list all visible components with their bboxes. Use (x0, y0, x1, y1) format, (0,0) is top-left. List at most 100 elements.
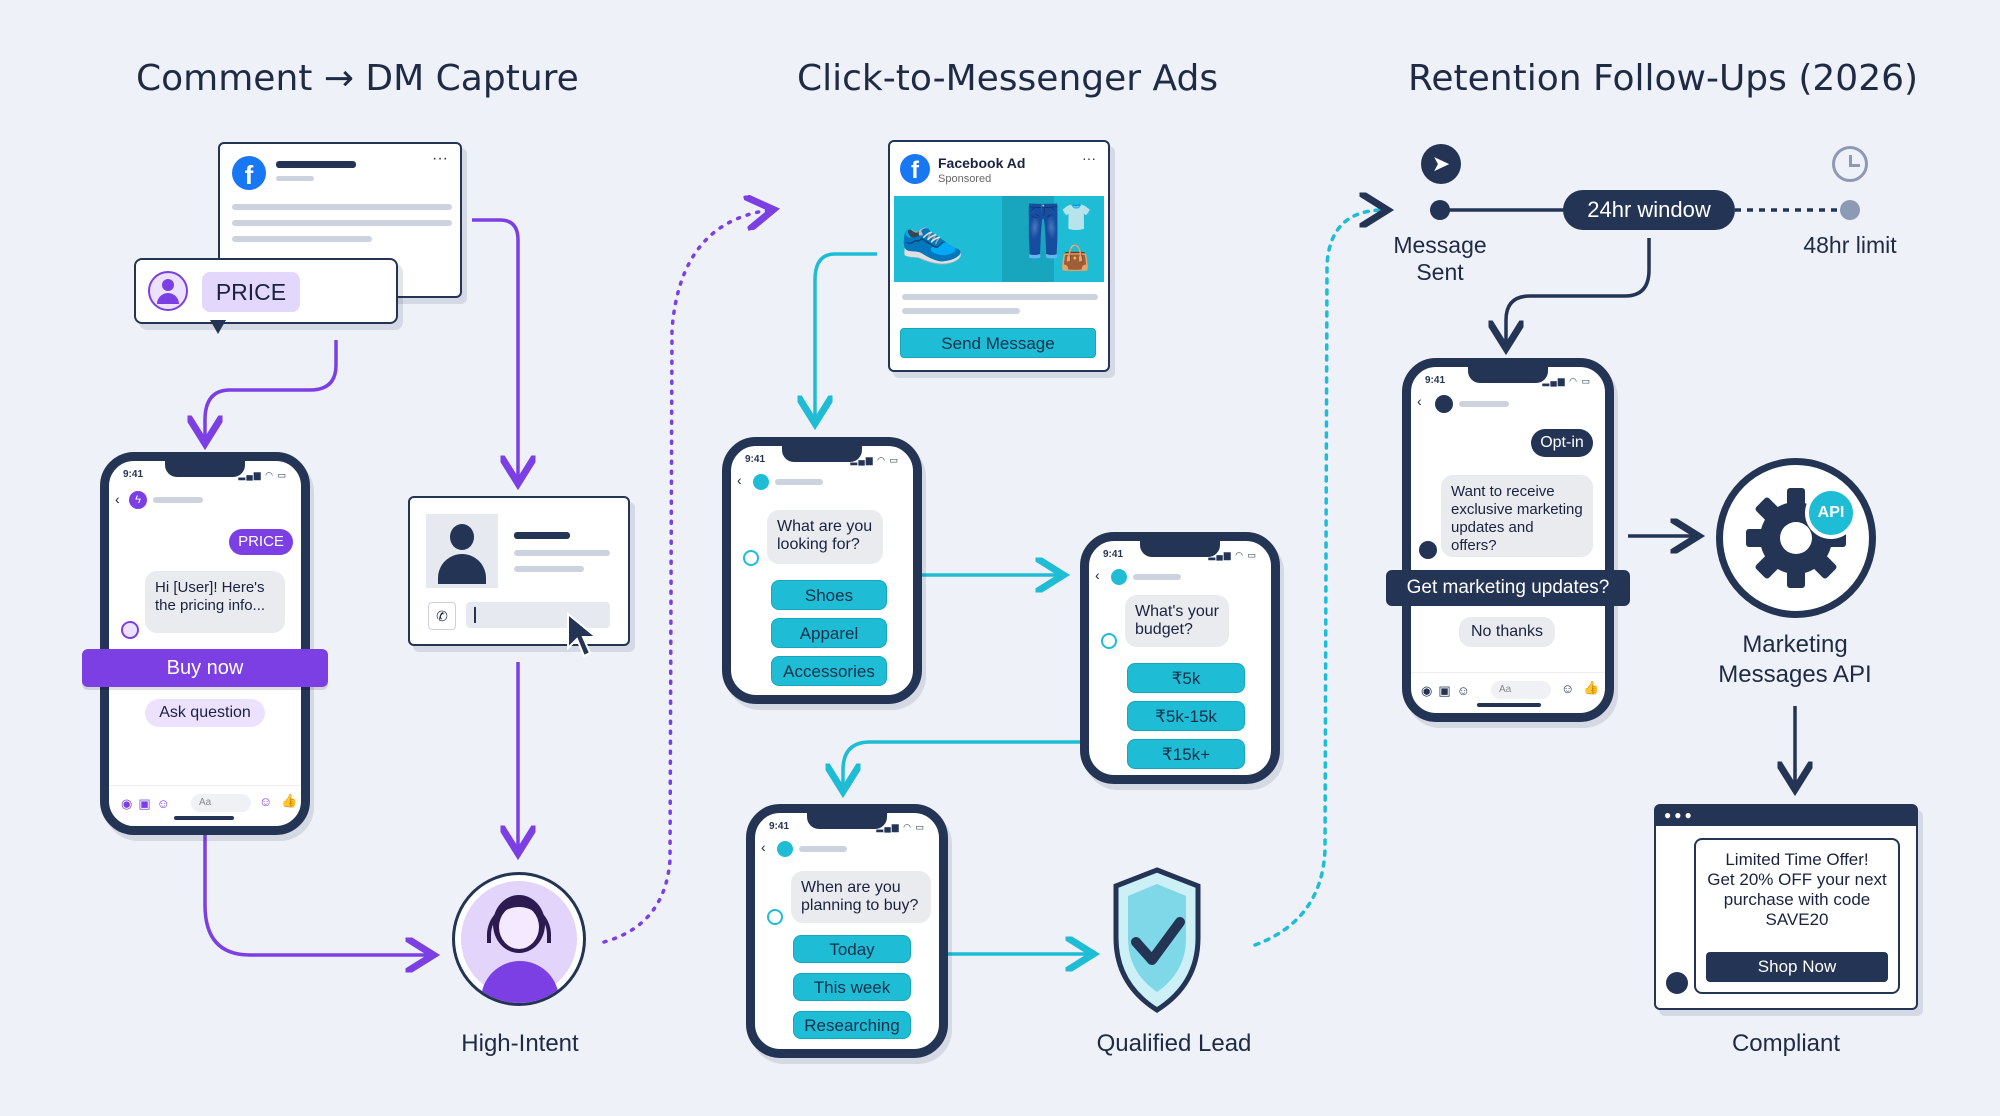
heading-retention: Retention Follow-Ups (2026) (1408, 58, 1919, 99)
back-chevron-icon[interactable]: ‹ (737, 472, 742, 488)
bot-avatar-icon-small (1419, 541, 1437, 559)
question-bubble: When are you planning to buy? (791, 871, 931, 923)
cursor-icon (567, 612, 599, 658)
facebook-icon: f (232, 156, 266, 190)
heading-ctm-ads: Click-to-Messenger Ads (797, 58, 1219, 99)
more-options-icon[interactable]: ··· (1082, 150, 1096, 166)
back-chevron-icon[interactable]: ‹ (1095, 567, 1100, 583)
comment-keyword: PRICE (202, 272, 300, 312)
phone-icon: ✆ (428, 602, 456, 630)
question-bubble: What's your budget? (1125, 595, 1229, 647)
back-chevron-icon[interactable]: ‹ (115, 491, 120, 507)
option-researching[interactable]: Researching (793, 1011, 911, 1039)
option-accessories[interactable]: Accessories (771, 656, 887, 686)
bot-face-icon (767, 909, 783, 925)
window-dots-icon: ●●● (1664, 808, 1695, 822)
window-badge: 24hr window (1563, 190, 1735, 230)
offer-body: Get 20% OFF your next purchase with code… (1707, 870, 1887, 929)
composer-icons[interactable]: ◉▣☺ (121, 796, 176, 811)
marketing-prompt: Get marketing updates? (1386, 570, 1630, 606)
profile-photo-icon (426, 514, 498, 588)
composer-icons[interactable]: ◉▣☺ (1421, 683, 1476, 698)
option-budget-low[interactable]: ₹5k (1127, 663, 1245, 693)
flow-phone2-to-phone3 (843, 740, 1080, 788)
option-apparel[interactable]: Apparel (771, 618, 887, 648)
like-icon[interactable]: 👍 (1583, 680, 1600, 695)
messenger-icon: ϟ (129, 491, 147, 509)
flow-window-to-phone (1506, 238, 1651, 345)
flow-agent-to-ad (602, 210, 770, 944)
flow-phone-to-agent (203, 835, 430, 955)
back-chevron-icon[interactable]: ‹ (761, 839, 766, 855)
option-today[interactable]: Today (793, 935, 911, 963)
option-budget-high[interactable]: ₹15k+ (1127, 739, 1245, 769)
emoji-icon[interactable]: ☺ (1561, 681, 1575, 696)
flow-lead-to-retention (1253, 210, 1384, 947)
option-budget-mid[interactable]: ₹5k-15k (1127, 701, 1245, 731)
option-this-week[interactable]: This week (793, 973, 911, 1001)
flow-ad-to-phone1 (815, 252, 877, 420)
phone-optin: 9:41 ▂▄▆ ◠ ▭ ‹ Opt-in Want to receive ex… (1402, 358, 1614, 722)
bot-avatar-icon (121, 621, 139, 639)
facebook-ad-card: f Facebook Ad Sponsored ··· 👟 👖 👕 👜 Send… (888, 140, 1110, 372)
back-chevron-icon[interactable]: ‹ (1417, 393, 1422, 409)
emoji-icon[interactable]: ☺ (259, 794, 273, 809)
phone-budget: 9:41 ▂▄▆ ◠ ▭ ‹ What's your budget? ₹5k ₹… (1080, 532, 1280, 784)
phone-buy-timing: 9:41 ▂▄▆ ◠ ▭ ‹ When are you planning to … (746, 804, 948, 1058)
browser-offer-card: ●●● Limited Time Offer! Get 20% OFF your… (1654, 804, 1918, 1010)
timeline-start-dot (1430, 200, 1450, 220)
user-avatar-icon (148, 271, 188, 311)
phone-comment-dm: 9:41 ▂▄▆ ◠ ▭ ‹ ϟ PRICE Hi [User]! Here's… (100, 452, 310, 835)
keyword-bubble: PRICE (229, 529, 293, 555)
composer-input[interactable]: Aa (191, 794, 251, 812)
bot-face-icon (1101, 633, 1117, 649)
offer-panel: Limited Time Offer! Get 20% OFF your nex… (1694, 838, 1900, 994)
offer-headline: Limited Time Offer! (1725, 850, 1869, 869)
bot-face-icon (743, 550, 759, 566)
bot-avatar-icon (753, 474, 769, 490)
flow-comment-to-phone (205, 340, 338, 440)
lead-form-card: ✆ (408, 496, 630, 658)
api-gear-icon: API (1716, 458, 1876, 618)
high-intent-label: High-Intent (461, 1030, 579, 1057)
bot-avatar-icon (777, 841, 793, 857)
like-icon[interactable]: 👍 (281, 793, 298, 808)
api-label: Marketing Messages API (1718, 631, 1872, 688)
composer-input[interactable]: Aa (1491, 681, 1551, 699)
ad-title: Facebook Ad (938, 155, 1026, 171)
accessory-icon: 👜 (1060, 245, 1090, 272)
ask-question-button[interactable]: Ask question (145, 699, 265, 727)
limit-label: 48hr limit (1803, 232, 1897, 258)
timeline-end-dot (1840, 200, 1860, 220)
optin-bubble: Opt-in (1531, 429, 1593, 457)
buy-now-button[interactable]: Buy now (82, 649, 328, 687)
flow-post-to-form (472, 218, 518, 480)
compliant-label: Compliant (1731, 1030, 1841, 1057)
phone-looking-for: 9:41 ▂▄▆ ◠ ▭ ‹ What are you looking for?… (722, 437, 922, 704)
api-badge: API (1805, 487, 1857, 539)
option-shoes[interactable]: Shoes (771, 580, 887, 610)
heading-comment-dm: Comment → DM Capture (136, 58, 579, 99)
bot-avatar-icon (1435, 395, 1453, 413)
reply-bubble: Hi [User]! Here's the pricing info... (145, 571, 285, 633)
comment-bubble: PRICE (134, 258, 398, 334)
facebook-icon: f (900, 154, 930, 184)
question-bubble: Want to receive exclusive marketing upda… (1441, 475, 1593, 557)
shoe-icon: 👟 (900, 208, 965, 266)
brand-avatar-icon (1666, 972, 1688, 994)
shield-check-icon (1113, 867, 1201, 1013)
no-thanks-button[interactable]: No thanks (1459, 617, 1555, 647)
phone-input[interactable] (466, 602, 610, 628)
apparel-icon: 👖 (1012, 203, 1075, 259)
question-bubble: What are you looking for? (767, 510, 883, 564)
clock-icon (1832, 146, 1868, 182)
qualified-lead-label: Qualified Lead (1096, 1030, 1252, 1057)
send-icon: ➤ (1421, 144, 1461, 184)
ad-sponsored: Sponsored (938, 173, 992, 185)
shop-now-button[interactable]: Shop Now (1706, 952, 1888, 982)
support-agent-icon (452, 872, 586, 1006)
send-message-button[interactable]: Send Message (900, 328, 1096, 358)
more-options-icon[interactable]: ··· (432, 150, 448, 167)
shirt-icon: 👕 (1060, 202, 1093, 232)
